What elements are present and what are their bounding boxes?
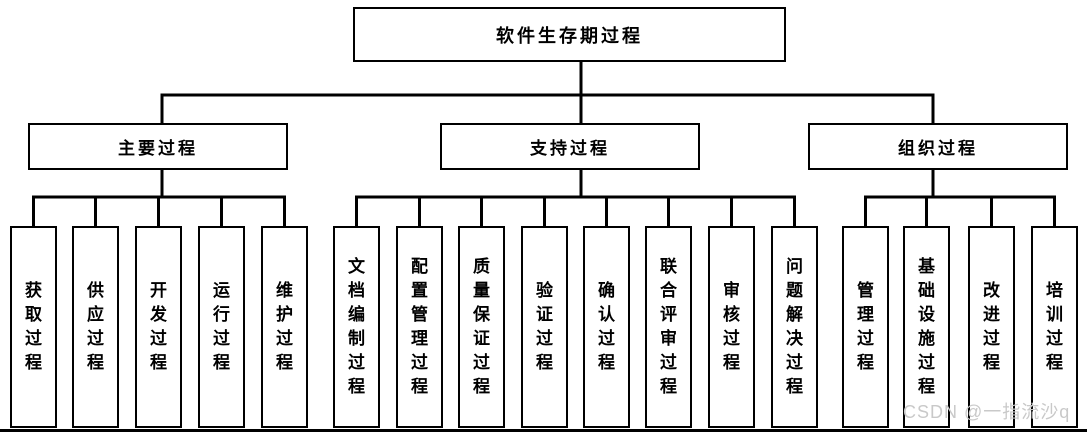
leaf-node-label: 验证过程 bbox=[536, 281, 553, 372]
leaf-node-label: 基础设施过程 bbox=[918, 257, 935, 396]
leaf-node-label: 培训过程 bbox=[1046, 281, 1063, 372]
leaf-node-label: 管理过程 bbox=[857, 281, 874, 372]
branch-node-main-processes: 主要过程 bbox=[28, 123, 288, 170]
leaf-node: 改进过程 bbox=[968, 226, 1015, 428]
leaf-node-label: 运行过程 bbox=[213, 281, 230, 372]
leaf-node-label: 获取过程 bbox=[25, 281, 42, 372]
leaf-node: 基础设施过程 bbox=[903, 226, 950, 428]
leaf-node: 运行过程 bbox=[198, 226, 245, 428]
leaf-node: 获取过程 bbox=[10, 226, 57, 428]
leaf-node: 验证过程 bbox=[521, 226, 568, 428]
branch-node-label: 组织过程 bbox=[898, 139, 978, 158]
leaf-node: 管理过程 bbox=[842, 226, 889, 428]
leaf-node-label: 问题解决过程 bbox=[786, 257, 803, 396]
leaf-node: 确认过程 bbox=[583, 226, 630, 428]
branch-node-organizational-processes: 组织过程 bbox=[808, 123, 1068, 170]
leaf-node: 培训过程 bbox=[1031, 226, 1078, 428]
leaf-node: 问题解决过程 bbox=[771, 226, 818, 428]
leaf-node-label: 确认过程 bbox=[598, 281, 615, 372]
leaf-node: 联合评审过程 bbox=[645, 226, 692, 428]
leaf-node-label: 文档编制过程 bbox=[348, 257, 365, 396]
branch-node-label: 主要过程 bbox=[118, 139, 198, 158]
leaf-node-label: 维护过程 bbox=[276, 281, 293, 372]
watermark: CSDN @一指流沙q bbox=[903, 402, 1071, 422]
branch-node-label: 支持过程 bbox=[530, 139, 610, 158]
leaf-node: 质量保证过程 bbox=[458, 226, 505, 428]
leaf-node: 维护过程 bbox=[261, 226, 308, 428]
leaf-node-label: 配置管理过程 bbox=[411, 257, 428, 396]
leaf-node: 审核过程 bbox=[708, 226, 755, 428]
leaf-node-label: 供应过程 bbox=[87, 281, 104, 372]
bottom-divider bbox=[0, 429, 1087, 432]
root-node-label: 软件生存期过程 bbox=[496, 25, 643, 46]
leaf-node-label: 审核过程 bbox=[723, 281, 740, 372]
root-node: 软件生存期过程 bbox=[353, 7, 786, 62]
branch-node-supporting-processes: 支持过程 bbox=[440, 123, 700, 170]
leaf-node: 配置管理过程 bbox=[396, 226, 443, 428]
leaf-node-label: 质量保证过程 bbox=[473, 257, 490, 396]
leaf-node-label: 联合评审过程 bbox=[660, 257, 677, 396]
leaf-node: 供应过程 bbox=[72, 226, 119, 428]
leaf-node: 开发过程 bbox=[135, 226, 182, 428]
leaf-node-label: 开发过程 bbox=[150, 281, 167, 372]
leaf-node: 文档编制过程 bbox=[333, 226, 380, 428]
leaf-node-label: 改进过程 bbox=[983, 281, 1000, 372]
